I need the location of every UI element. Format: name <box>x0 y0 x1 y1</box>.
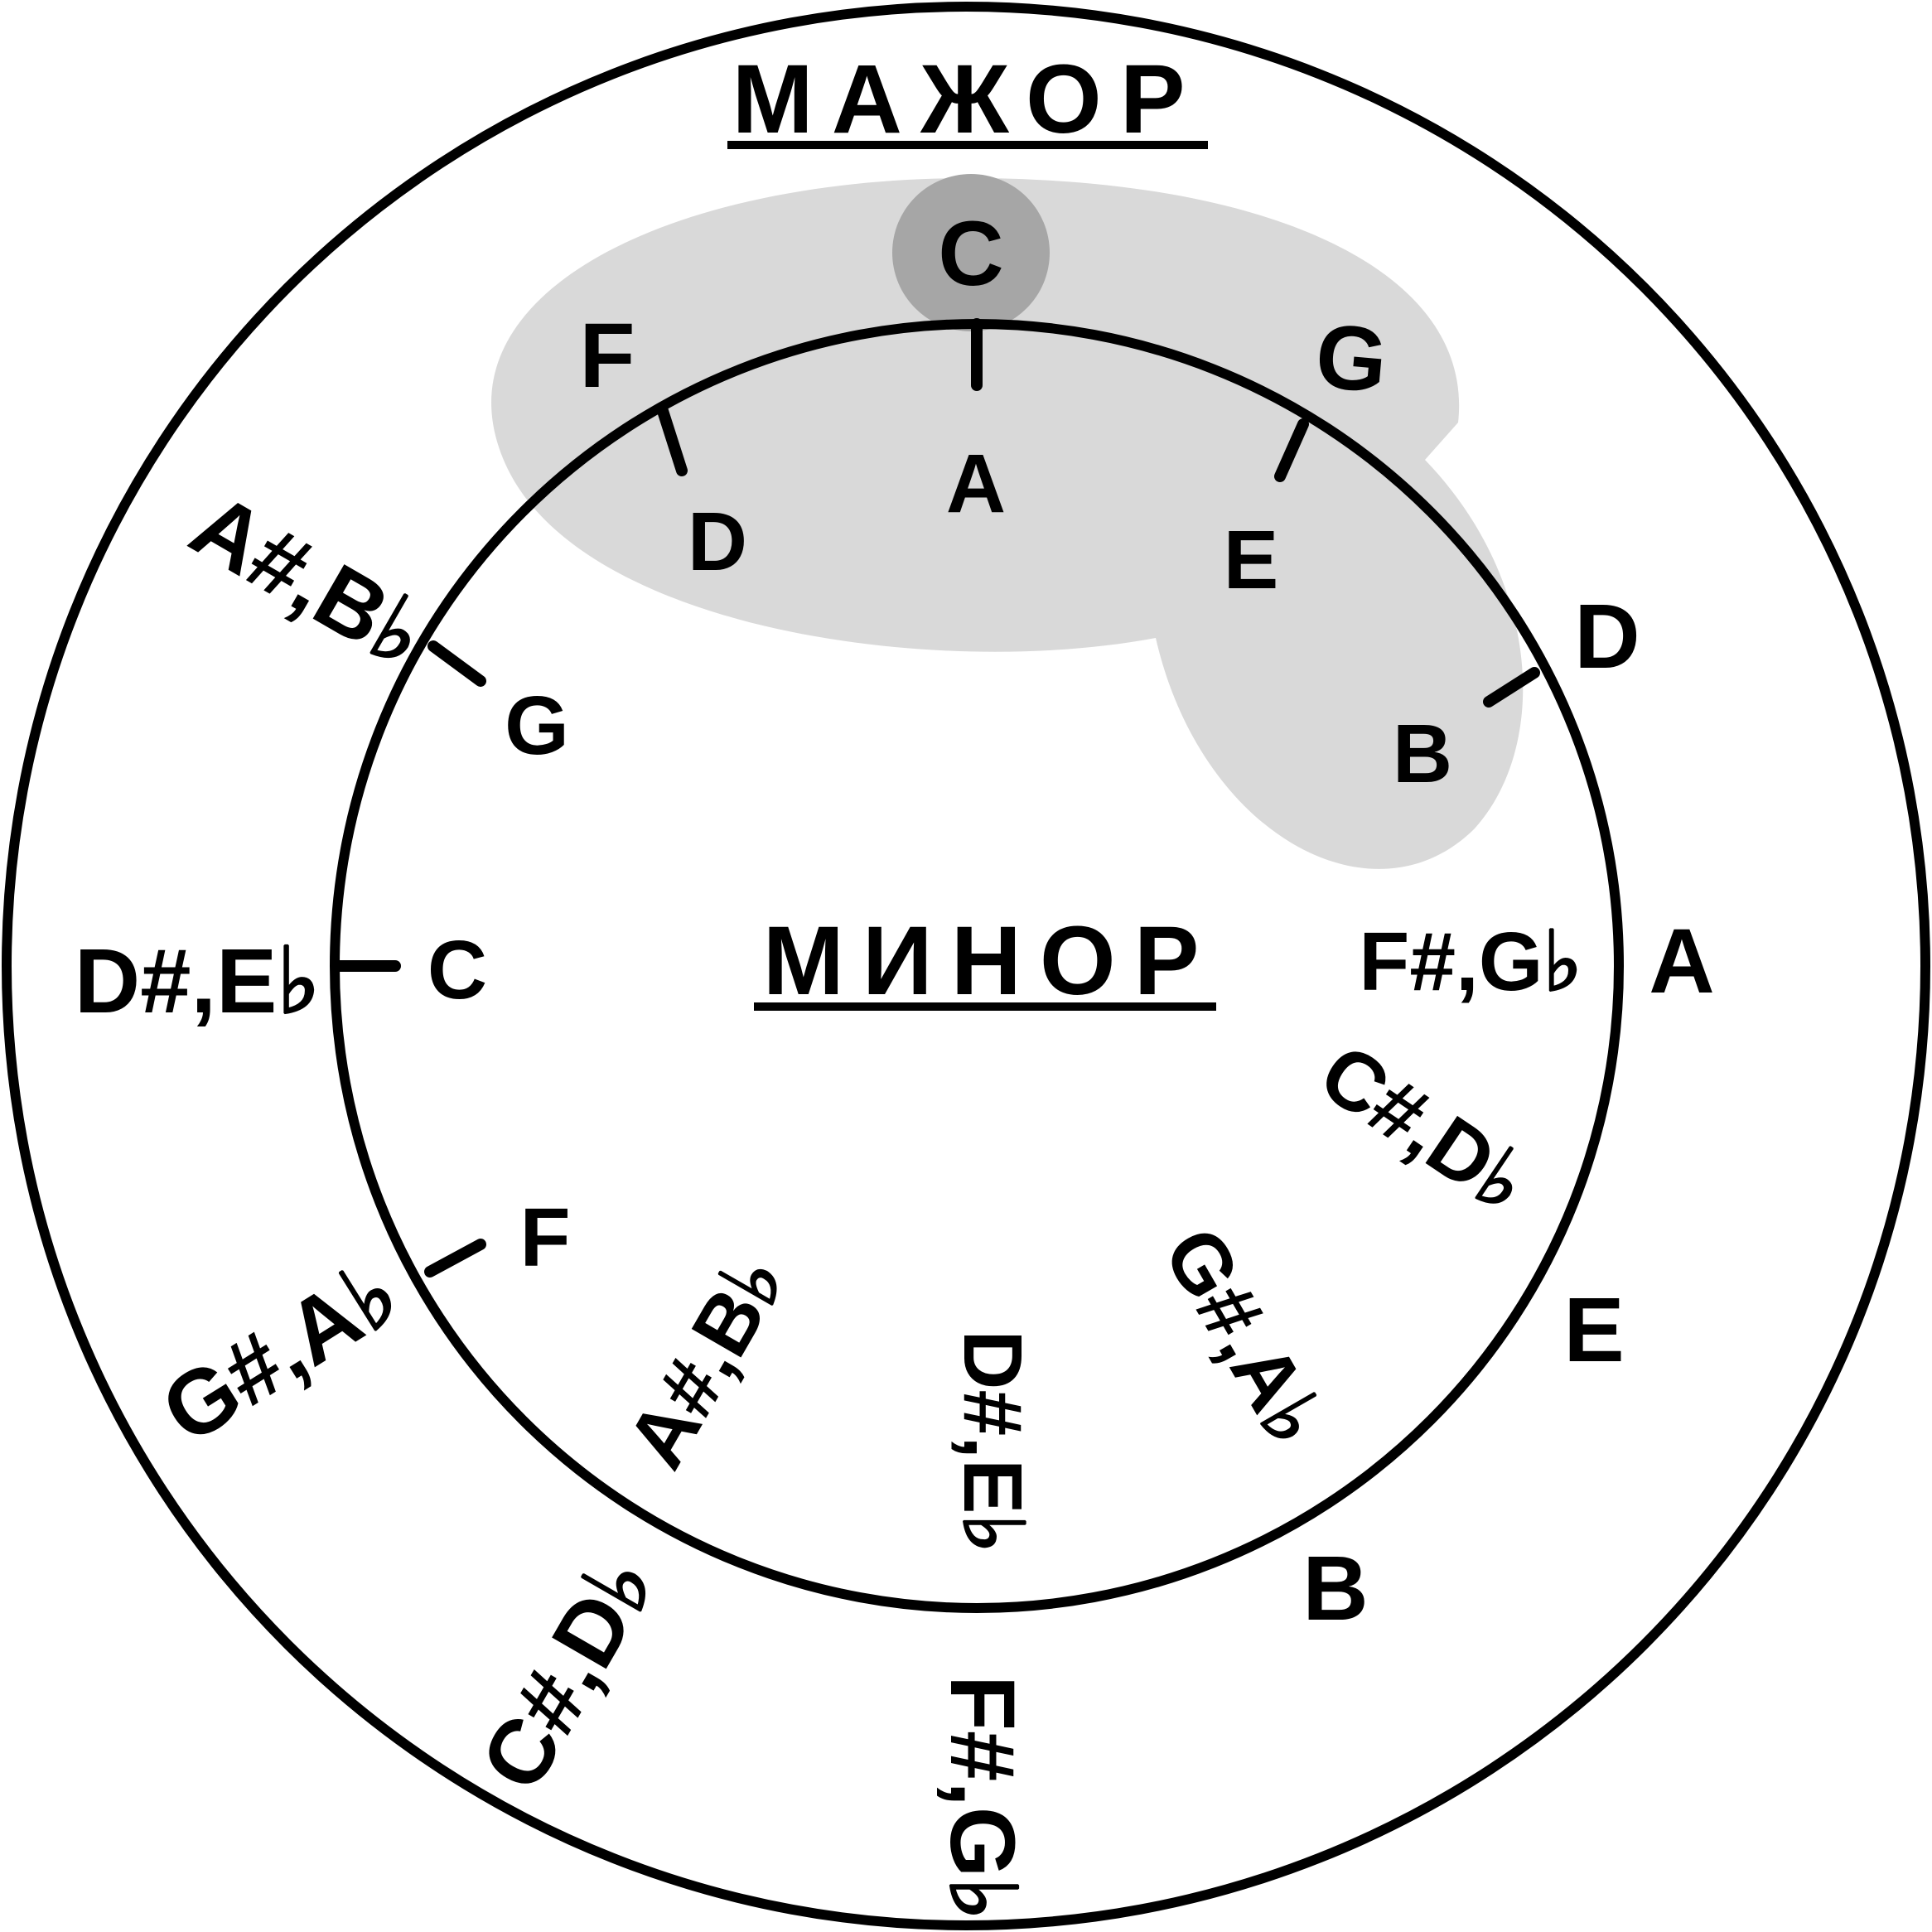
tick-marks <box>334 318 1540 1278</box>
major-key-b: B <box>1302 1538 1368 1640</box>
minor-key-d-sharp: D#,E♭ <box>946 1330 1039 1553</box>
major-title: МАЖОР <box>732 45 1203 154</box>
minor-title: МИНОР <box>763 906 1218 1016</box>
minor-key-d: D <box>688 495 747 588</box>
tick-d <box>1483 667 1540 708</box>
tick-f <box>657 405 688 476</box>
major-key-c: C <box>938 203 1003 305</box>
minor-key-c: C <box>427 924 487 1017</box>
major-key-d-sharp: D#,E♭ <box>75 930 320 1032</box>
major-key-f-sharp: F#,G♭ <box>931 1675 1033 1920</box>
minor-key-f: F <box>519 1191 570 1284</box>
tonic-highlight <box>892 174 1050 331</box>
major-key-a-sharp: A#,B♭ <box>175 474 442 688</box>
major-key-f: F <box>579 305 635 407</box>
minor-key-a-sharp: A#,B♭ <box>609 1239 803 1483</box>
minor-key-a: A <box>946 437 1006 530</box>
minor-key-c-sharp: C#,D♭ <box>1304 1026 1545 1230</box>
tick-a-sharp <box>427 640 486 687</box>
minor-key-b: B <box>1393 708 1452 800</box>
major-key-c-sharp: C#,D♭ <box>461 1539 675 1807</box>
major-key-e: E <box>1563 1279 1624 1381</box>
major-key-g-sharp: G#,A♭ <box>145 1241 416 1463</box>
highlight-region <box>491 178 1524 869</box>
major-key-d: D <box>1574 586 1640 688</box>
minor-key-f-sharp: F#,G♭ <box>1359 915 1582 1008</box>
minor-key-g-sharp: G#,A♭ <box>1146 1213 1342 1461</box>
minor-key-g: G <box>505 679 569 772</box>
minor-key-e: E <box>1224 514 1279 606</box>
tick-g <box>1274 418 1309 482</box>
major-key-g: G <box>1311 305 1391 413</box>
tick-f-low <box>424 1239 486 1278</box>
major-key-a: A <box>1649 910 1714 1012</box>
